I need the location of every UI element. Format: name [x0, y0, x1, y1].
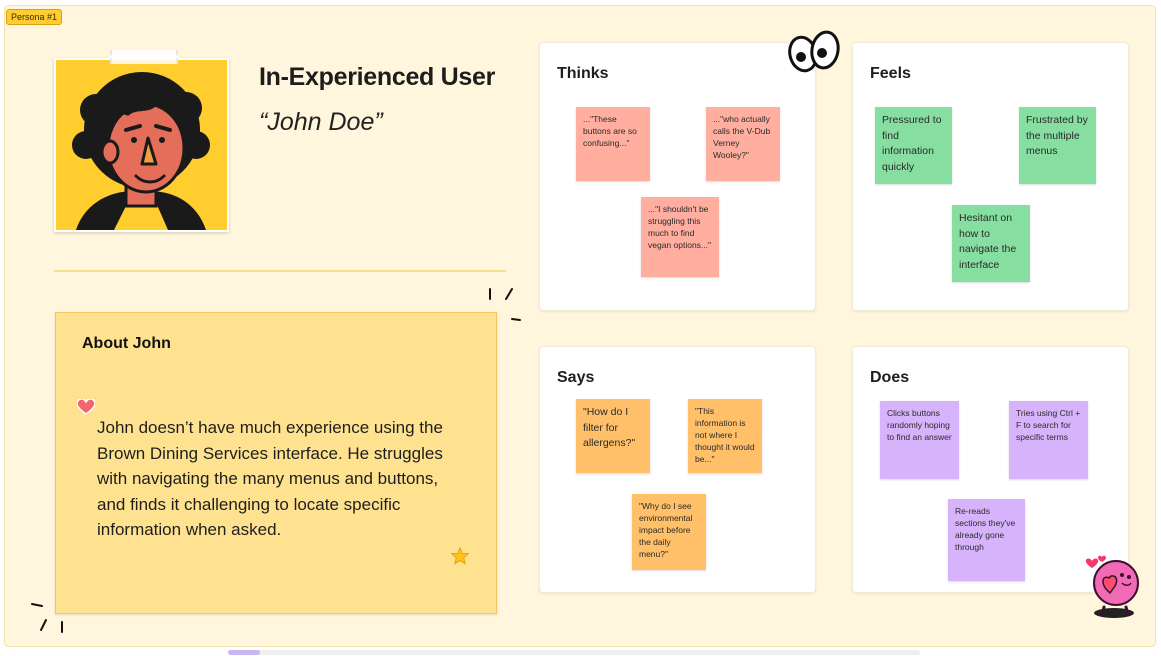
quadrant-title: Feels — [870, 65, 911, 82]
horizontal-scrollbar[interactable] — [228, 650, 920, 655]
quadrant-thinks[interactable]: Thinks ..."These buttons are so confusin… — [539, 42, 816, 311]
sticky-note[interactable]: Hesitant on how to navigate the interfac… — [952, 205, 1030, 282]
spark-lines-icon — [489, 288, 521, 321]
about-body: John doesn’t have much experience using … — [97, 418, 443, 539]
sticky-note[interactable]: Pressured to find information quickly — [875, 107, 952, 184]
googly-eyes-icon — [788, 30, 840, 73]
tape-decoration — [110, 50, 178, 64]
divider — [54, 270, 506, 272]
quadrant-title: Thinks — [557, 65, 609, 82]
persona-name: “John Doe” — [259, 108, 383, 136]
sticky-note[interactable]: Clicks buttons randomly hoping to find a… — [880, 401, 959, 479]
spark-lines-icon — [31, 603, 63, 633]
sticky-note[interactable]: ..."These buttons are so confusing..." — [576, 107, 650, 181]
scrollbar-thumb[interactable] — [228, 650, 260, 655]
avatar-illustration — [56, 60, 227, 230]
sticky-note[interactable]: ..."who actually calls the V-Dub Verney … — [706, 107, 780, 181]
avatar[interactable] — [54, 58, 229, 232]
quadrant-does[interactable]: Does Clicks buttons randomly hoping to f… — [852, 346, 1129, 593]
frame-tag[interactable]: Persona #1 — [6, 9, 63, 25]
sticky-note[interactable]: "How do I filter for allergens?" — [576, 399, 650, 473]
persona-title: In-Experienced User — [259, 63, 496, 91]
sticky-note[interactable]: "Why do I see environmental impact befor… — [632, 494, 706, 570]
sticky-note[interactable]: "This information is not where I thought… — [688, 399, 762, 473]
quadrant-feels[interactable]: Feels Pressured to find information quic… — [852, 42, 1129, 311]
quadrant-title: Does — [870, 369, 910, 386]
sticky-note[interactable]: Re-reads sections they've already gone t… — [948, 499, 1025, 581]
sticky-note[interactable]: ..."I shouldn't be struggling this much … — [641, 197, 719, 277]
quadrant-says[interactable]: Says "How do I filter for allergens?" "T… — [539, 346, 816, 593]
heart-character-sticker — [1085, 555, 1139, 618]
sticky-note[interactable]: Frustrated by the multiple menus — [1019, 107, 1096, 184]
heart-icon — [77, 399, 95, 415]
about-card[interactable]: About John John doesn’t have much experi… — [55, 312, 497, 614]
sticky-note[interactable]: Tries using Ctrl + F to search for speci… — [1009, 401, 1088, 479]
star-icon — [451, 547, 469, 565]
quadrant-title: Says — [557, 369, 595, 386]
about-title: About John — [82, 335, 171, 352]
